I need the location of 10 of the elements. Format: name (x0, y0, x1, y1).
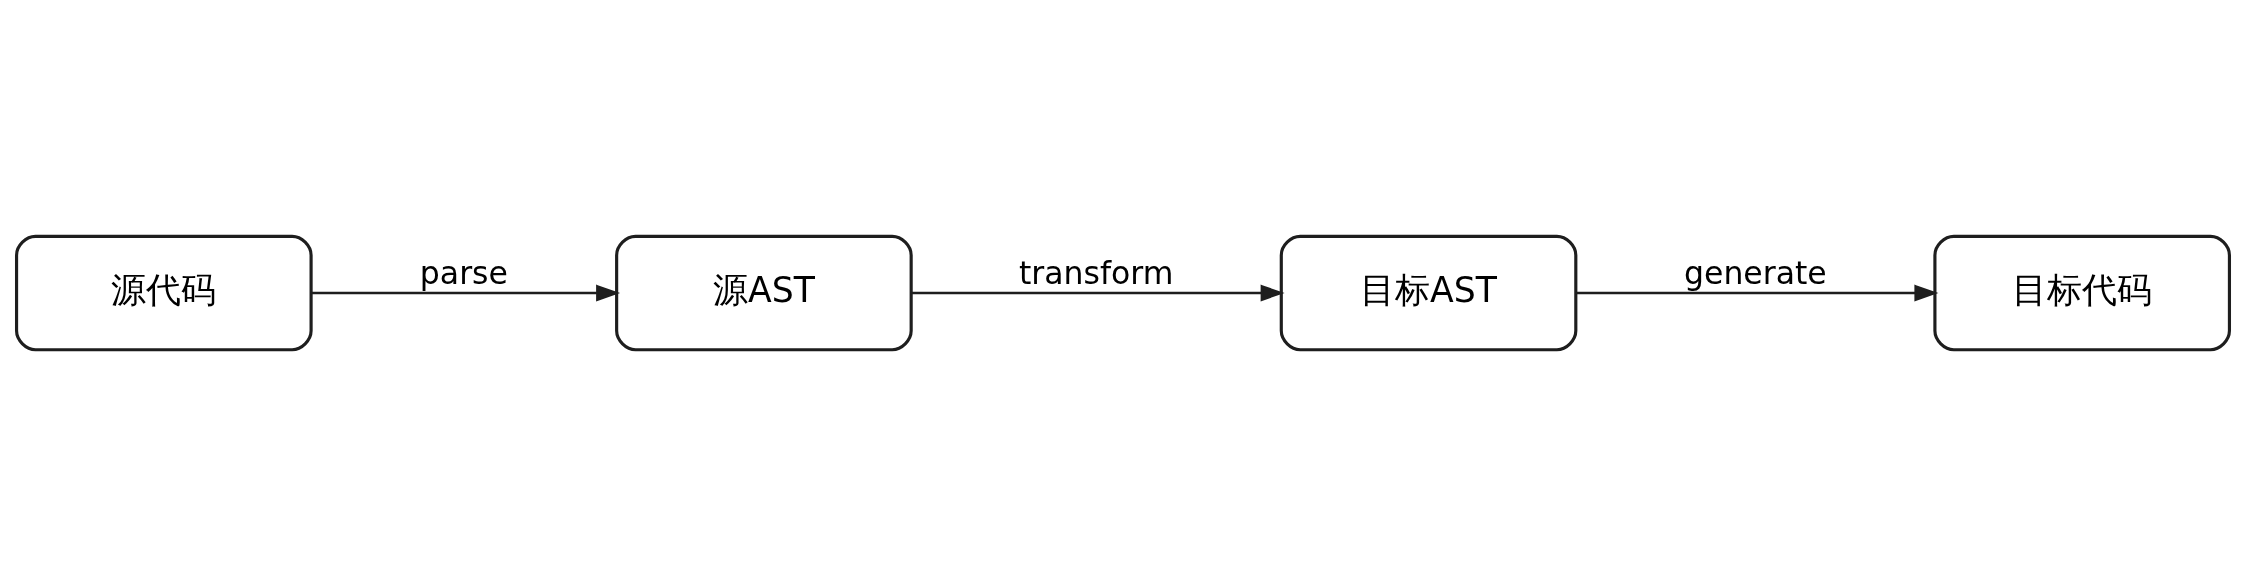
arrow (311, 284, 621, 302)
edge-label: generate (1684, 254, 1827, 291)
edge-label: parse (419, 254, 508, 291)
arrow (1576, 284, 1939, 302)
arrow (911, 284, 1285, 302)
node-box: 目标AST (1279, 234, 1578, 352)
node-box: 源AST (615, 234, 913, 352)
node-box: 目标代码 (1933, 234, 2231, 352)
edge-label: transform (1019, 254, 1174, 291)
node-box: 源代码 (15, 234, 313, 352)
